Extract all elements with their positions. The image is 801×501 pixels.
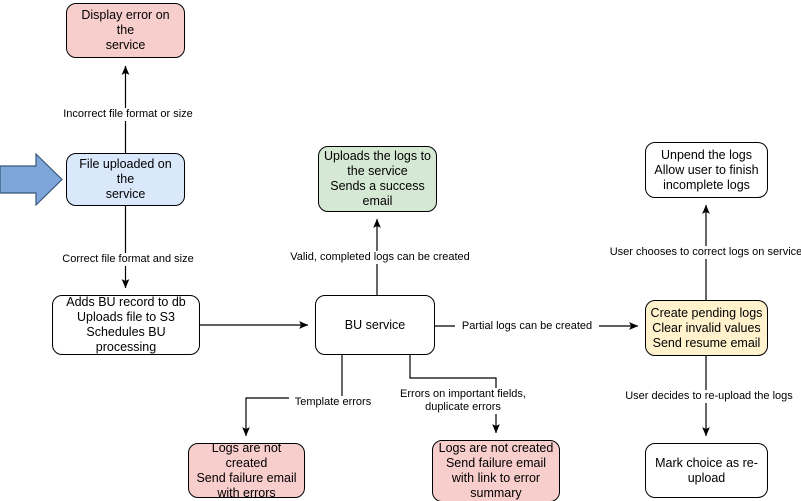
- edge-label-incorrect-file-format: Incorrect file format or size: [56, 108, 200, 121]
- node-adds-bu-record[interactable]: Adds BU record to db Uploads file to S3 …: [52, 295, 200, 355]
- edge-label-partial-logs: Partial logs can be created: [455, 320, 599, 333]
- node-logs-not-created-template-errors[interactable]: Logs are not created Send failure email …: [188, 441, 305, 500]
- node-display-error[interactable]: Display error on the service: [66, 3, 185, 58]
- edge-label-valid-completed-logs: Valid, completed logs can be created: [282, 251, 478, 264]
- node-create-pending-logs[interactable]: Create pending logs Clear invalid values…: [645, 300, 768, 356]
- edge-label-correct-file-format: Correct file format and size: [57, 253, 199, 266]
- node-file-uploaded-on-service[interactable]: File uploaded on the service: [66, 153, 185, 206]
- external-input-arrow: [0, 152, 63, 207]
- edge-label-user-decides-to-reupload: User decides to re-upload the logs: [621, 390, 797, 403]
- node-bu-service[interactable]: BU service: [315, 295, 435, 355]
- edge-label-template-errors: Template errors: [289, 396, 377, 409]
- edge-label-errors-on-important-fields: Errors on important fields, duplicate er…: [392, 388, 534, 414]
- node-mark-choice-as-reupload[interactable]: Mark choice as re- upload: [645, 443, 768, 498]
- node-uploads-logs-success[interactable]: Uploads the logs to the service Sends a …: [318, 146, 437, 212]
- node-unpend-logs[interactable]: Unpend the logs Allow user to finish inc…: [645, 142, 768, 198]
- edge-label-user-chooses-to-correct-logs: User chooses to correct logs on service: [604, 246, 801, 259]
- node-logs-not-created-error-summary[interactable]: Logs are not created Send failure email …: [432, 440, 560, 501]
